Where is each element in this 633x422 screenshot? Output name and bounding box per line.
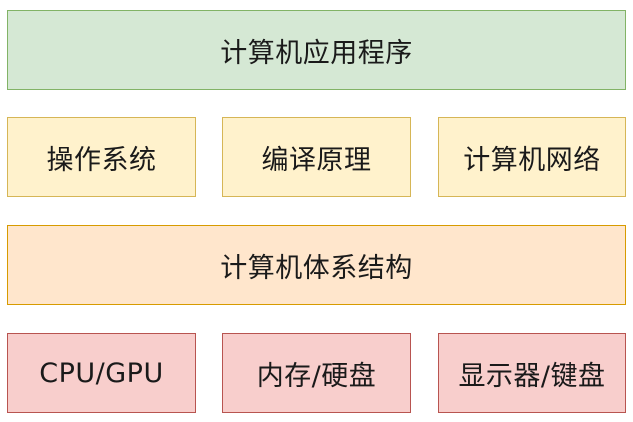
operating-system-box: 操作系统 — [7, 117, 196, 197]
cpu-gpu-box: CPU/GPU — [7, 333, 196, 413]
memory-disk-label: 内存/硬盘 — [256, 360, 377, 392]
architecture-layer-label: 计算机体系结构 — [220, 252, 413, 284]
computer-network-box: 计算机网络 — [438, 117, 626, 197]
application-layer-box: 计算机应用程序 — [7, 10, 626, 90]
architecture-layer-box: 计算机体系结构 — [7, 225, 626, 305]
computer-network-label: 计算机网络 — [463, 144, 601, 176]
application-layer-label: 计算机应用程序 — [220, 37, 413, 69]
cpu-gpu-label: CPU/GPU — [39, 357, 164, 389]
display-keyboard-label: 显示器/键盘 — [458, 360, 606, 392]
display-keyboard-box: 显示器/键盘 — [438, 333, 626, 413]
compiler-principles-box: 编译原理 — [222, 117, 411, 197]
memory-disk-box: 内存/硬盘 — [222, 333, 411, 413]
operating-system-label: 操作系统 — [46, 144, 157, 176]
compiler-principles-label: 编译原理 — [261, 144, 372, 176]
